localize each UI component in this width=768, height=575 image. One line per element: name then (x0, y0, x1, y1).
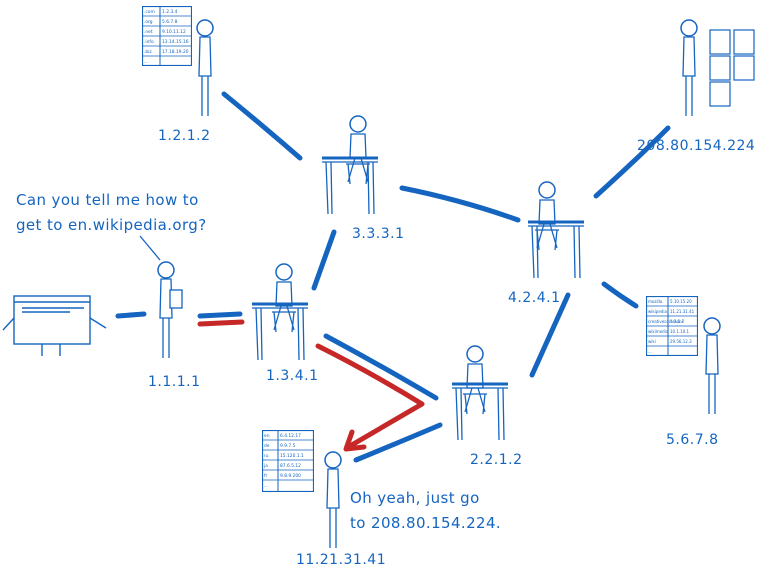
org-table-cell: wikipedia (648, 309, 667, 314)
link-resolver-root (311, 229, 337, 291)
computer-icon (2, 295, 107, 356)
tld-table-cell: 1.2.3.4 (162, 9, 178, 15)
nameserver-person (324, 451, 342, 549)
tld-table-cell: .com (144, 10, 155, 15)
lang-table-cell: de (264, 443, 270, 449)
link-resolver-authoritative (323, 333, 439, 401)
org-table-cell: 10.1.10.1 (670, 329, 690, 334)
route-arrowhead (343, 429, 367, 452)
link-tld-registry56 (601, 281, 639, 309)
tld-table-cell: .org (144, 19, 153, 25)
node-label-resolver: 1.3.4.1 (266, 368, 319, 384)
org-table-cell: 29.56.12.3 (670, 339, 692, 344)
org-table-cell: mozilla (648, 299, 663, 304)
node-label-nameserver: 11.21.31.41 (296, 552, 387, 568)
tld-table-cell: ... (144, 60, 148, 65)
answer-line-2: to 208.80.154.224. (350, 514, 502, 532)
tld-table-cell: .info (144, 39, 154, 45)
node-label-authoritative: 2.2.1.2 (470, 452, 523, 468)
link-root-tld (399, 185, 521, 223)
root-server-agent (345, 115, 371, 185)
org-table-cell: 11.21.31.41 (670, 309, 695, 314)
tld-table-cell: .net (144, 29, 153, 35)
link-registry-root (221, 91, 303, 161)
speech-pointer (139, 235, 161, 261)
tld-table-cell: 17.18.19.20 (162, 49, 189, 55)
question-line-2: get to en.wikipedia.org? (16, 216, 207, 234)
node-label-registry-56: 5.6.7.8 (666, 432, 719, 448)
root-server-desk (320, 156, 380, 216)
tld-table-cell: 5.6.7.8 (162, 19, 178, 25)
connections (115, 91, 671, 463)
link-client-resolver (197, 311, 243, 319)
node-label-registry-org: 1.2.1.2 (158, 128, 211, 144)
question-speech: Can you tell me how to get to en.wikiped… (16, 188, 207, 238)
query-route (197, 319, 425, 452)
lang-table-cell: en (264, 434, 270, 439)
node-label-client: 1.1.1.1 (148, 374, 201, 390)
org-table-cell: ... (648, 349, 652, 354)
route-resolver-down (315, 343, 425, 449)
answer-speech: Oh yeah, just go to 208.80.154.224. (350, 486, 501, 536)
lang-table-cell: 87.6.5.12 (280, 463, 301, 469)
link-authoritative-ns (353, 422, 443, 463)
resolver-agent (271, 263, 297, 333)
client-person (157, 261, 183, 359)
lang-table-cell: 9.9.7.5 (280, 443, 296, 449)
answer-line-1: Oh yeah, just go (350, 489, 480, 507)
registry-org-person (196, 19, 214, 117)
org-table-cell: 5.10.15.20 (670, 299, 692, 304)
authoritative-agent (462, 345, 488, 415)
org-table-cell: wiki (648, 339, 656, 344)
node-label-web-server: 208.80.154.224 (637, 138, 756, 154)
org-table-cell: wikimedia (648, 329, 669, 334)
tld-table-cell: 13.14.15.16 (162, 39, 189, 45)
link-client-computer (115, 311, 147, 319)
lang-table-cell: ru (264, 453, 269, 459)
lang-table-cell: fr (264, 473, 268, 479)
lang-table-cell: ... (264, 484, 268, 489)
lang-table-cell: 15.120.1.1 (280, 453, 304, 459)
webpage-documents (709, 29, 755, 107)
org-table-cell: creativecommons (648, 319, 684, 324)
lang-table-cell: 9.8.9.200 (280, 473, 301, 479)
lang-table-cell: 6.4.12.17 (280, 433, 301, 439)
tld-table: .com 1.2.3.4 .org 5.6.7.8 .net 9.10.11.12 .inf… (142, 6, 192, 66)
link-tld-webserver (593, 125, 671, 199)
lang-table: en 6.4.12.17 de 9.9.7.5 ru 15.120.1.1 ja 87.6.5… (262, 430, 314, 492)
tld-table-cell: 9.10.11.12 (162, 29, 186, 35)
node-label-root-server: 3.3.3.1 (352, 226, 405, 242)
webserver-person (680, 19, 698, 117)
lang-table-cell: ja (263, 463, 268, 469)
node-label-tld-server: 4.2.4.1 (508, 290, 561, 306)
authoritative-desk (450, 382, 510, 442)
tld-table-cell: .biz (144, 49, 152, 55)
org-table-cell: 1.3.5.7 (670, 319, 684, 324)
route-client-resolver (197, 319, 245, 327)
link-tld-authoritative (529, 292, 571, 378)
tld-server-agent (534, 181, 560, 251)
registry56-person (703, 317, 721, 415)
question-line-1: Can you tell me how to (16, 191, 199, 209)
